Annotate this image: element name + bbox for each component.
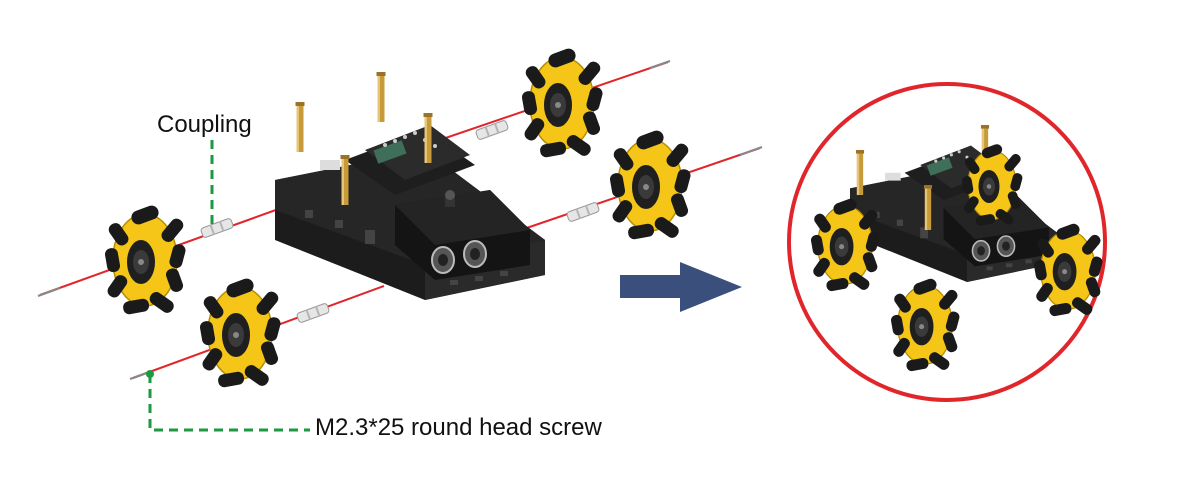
coupling-front-left xyxy=(199,217,235,239)
screw-leader-line xyxy=(148,374,310,432)
right-arrow-icon xyxy=(620,262,742,312)
wheel-rear-left xyxy=(198,275,283,389)
exploded-view xyxy=(37,45,763,432)
screw-label: M2.3*25 round head screw xyxy=(315,414,602,441)
robot-chassis xyxy=(274,124,546,301)
leader-lines xyxy=(148,140,310,432)
coupling-label: Coupling xyxy=(157,111,252,138)
wheel-back-right xyxy=(520,45,605,159)
wheel-front-right xyxy=(608,127,693,241)
assembled-view xyxy=(787,82,1107,402)
wheel-front-left xyxy=(103,202,188,316)
screw-leader-dot xyxy=(146,370,154,378)
coupling-rear-left xyxy=(295,302,331,324)
coupling-front-right xyxy=(565,201,601,223)
